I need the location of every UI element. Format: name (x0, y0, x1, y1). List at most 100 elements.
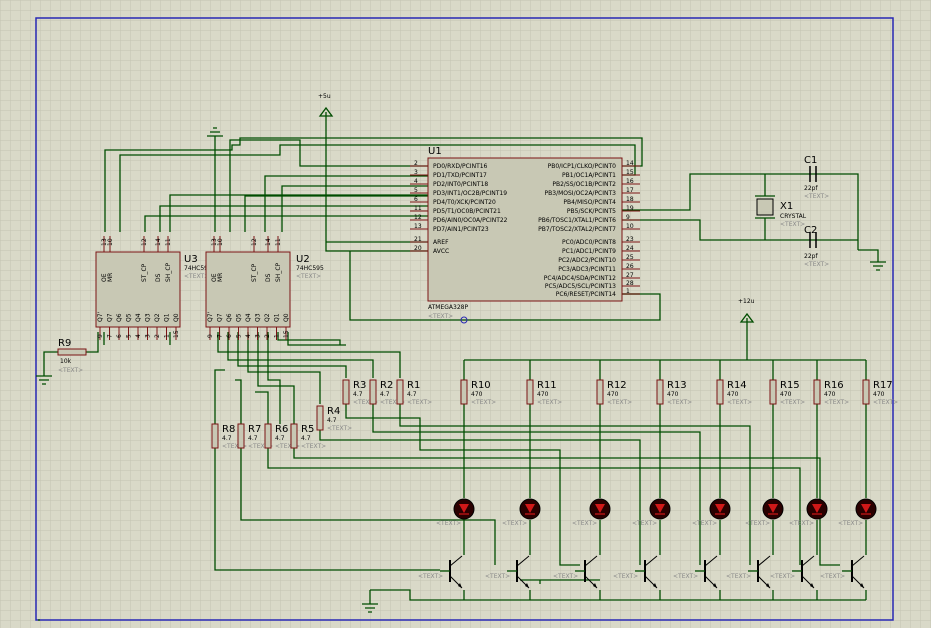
led-7[interactable]: <TEXT> (789, 498, 828, 527)
sr-bottom-pin-3[interactable]: 3Q3 (255, 313, 262, 340)
transistor-q3[interactable]: <TEXT> (553, 555, 598, 589)
resistor-r1[interactable]: R14.7<TEXT> (396, 379, 432, 406)
sr-bottom-pin-5[interactable]: 5Q5 (236, 313, 243, 340)
crystal-x1[interactable]: X1 CRYSTAL <TEXT> (755, 195, 807, 228)
transistor-q5[interactable]: <TEXT> (673, 555, 718, 589)
sr-bottom-pin-4[interactable]: 4Q4 (245, 313, 252, 340)
resistor-r7[interactable]: R74.7<TEXT> (237, 423, 273, 450)
transistor-q2[interactable]: <TEXT> (485, 555, 530, 589)
resistor-ref: R17 (873, 380, 893, 391)
sr-bottom-pin-3[interactable]: 3Q3 (145, 313, 152, 340)
transistor-q7[interactable]: <TEXT> (770, 555, 815, 589)
x1-part: CRYSTAL (780, 213, 807, 220)
led-5[interactable]: <TEXT> (692, 498, 731, 527)
u2-shift-register[interactable]: U2 74HC595 <TEXT> 13OE10MR12ST_CP14DS11S… (205, 236, 324, 340)
resistor-r5[interactable]: R54.7<TEXT> (290, 423, 326, 450)
u3-shift-register[interactable]: U3 74HC595 <TEXT> 13OE10MR12ST_CP14DS11S… (95, 236, 212, 340)
led-6[interactable]: <TEXT> (745, 498, 784, 527)
sr-bottom-pin-1[interactable]: 1Q1 (164, 313, 171, 340)
sr-bottom-pin-2[interactable]: 2Q2 (154, 313, 161, 340)
led-3[interactable]: <TEXT> (572, 498, 611, 527)
led-2[interactable]: <TEXT> (502, 498, 541, 527)
resistor-r9[interactable]: R9 10k <TEXT> (57, 338, 87, 374)
sr-bottom-pin-2[interactable]: 2Q2 (264, 313, 271, 340)
sr-bottom-pin-6[interactable]: 6Q6 (226, 313, 233, 340)
transistor-q8[interactable]: <TEXT> (820, 555, 865, 589)
resistor-r3[interactable]: R34.7<TEXT> (342, 379, 378, 406)
resistor-r6[interactable]: R64.7<TEXT> (264, 423, 300, 450)
resistor-r2[interactable]: R24.7<TEXT> (369, 379, 405, 406)
resistor-r8[interactable]: R84.7<TEXT> (211, 423, 247, 450)
vcc-12v-terminal[interactable]: +12u (738, 298, 755, 323)
capacitor-c2[interactable]: C2 22pf <TEXT> (804, 225, 829, 268)
resistor-r4[interactable]: R44.7<TEXT> (316, 405, 352, 432)
transistor-q1[interactable]: <TEXT> (418, 555, 463, 589)
led-1[interactable]: <TEXT> (436, 498, 475, 527)
sr-bottom-pin-7[interactable]: 7Q7 (217, 313, 224, 340)
r9-value: 10k (60, 358, 72, 365)
sr-bottom-pin-9[interactable]: 9Q7' (97, 311, 104, 340)
resistor-text: <TEXT> (824, 399, 849, 406)
capacitor-c1[interactable]: C1 22pf <TEXT> (804, 155, 829, 200)
sr-bottom-pin-9[interactable]: 9Q7' (207, 311, 214, 340)
sr-bottom-pin-4[interactable]: 4Q4 (135, 313, 142, 340)
sr-bottom-pin-6[interactable]: 6Q6 (116, 313, 123, 340)
led-8[interactable]: <TEXT> (838, 498, 877, 527)
transistor-q6[interactable]: <TEXT> (726, 555, 771, 589)
sr-bottom-pin-5[interactable]: 5Q5 (126, 313, 133, 340)
sr-bottom-pin-1[interactable]: 1Q1 (274, 313, 281, 340)
u1-pin-number: 11 (414, 205, 422, 212)
sr-bottom-pin-7[interactable]: 7Q7 (107, 313, 114, 340)
led-4[interactable]: <TEXT> (632, 498, 671, 527)
vcc-5v-terminal[interactable]: +5u (318, 93, 334, 117)
transistor-q4[interactable]: <TEXT> (613, 555, 658, 589)
